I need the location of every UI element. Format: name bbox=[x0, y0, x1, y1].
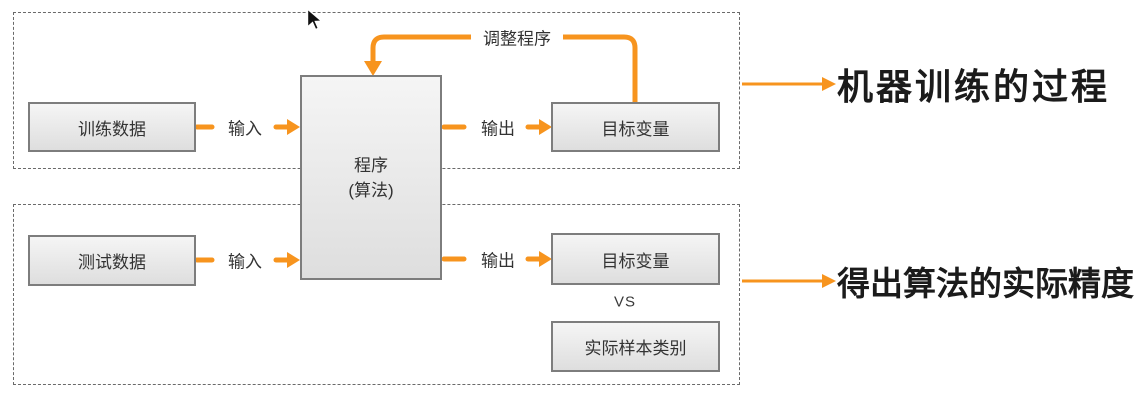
actual-sample-class-label: 实际样本类别 bbox=[584, 339, 687, 358]
actual-sample-class-box: 实际样本类别 bbox=[551, 321, 720, 372]
target-variable-label-bottom: 目标变量 bbox=[601, 251, 670, 271]
target-variable-box-top: 目标变量 bbox=[551, 102, 720, 152]
accuracy-annotation: 得出算法的实际精度 bbox=[837, 265, 1134, 302]
training-process-annotation: 机器训练的过程 bbox=[837, 66, 1111, 107]
output-connector-bottom bbox=[441, 251, 552, 267]
output-label-top: 输出 bbox=[481, 119, 515, 139]
adjust-program-label: 调整程序 bbox=[471, 24, 563, 50]
training-data-box: 训练数据 bbox=[28, 102, 196, 152]
input-connector-top bbox=[194, 119, 300, 135]
annotation-arrow-bottom bbox=[742, 274, 836, 288]
test-data-box: 测试数据 bbox=[28, 235, 196, 286]
cursor-icon bbox=[306, 8, 324, 31]
vs-label: VS bbox=[613, 293, 637, 311]
input-label-top: 输入 bbox=[228, 119, 262, 139]
program-label-line2: (算法) bbox=[348, 180, 394, 200]
target-variable-box-bottom: 目标变量 bbox=[551, 233, 720, 285]
annotation-arrow-top bbox=[742, 77, 836, 91]
test-data-label: 测试数据 bbox=[78, 253, 146, 272]
training-data-label: 训练数据 bbox=[78, 119, 146, 139]
program-label-line1: 程序 bbox=[354, 155, 388, 175]
input-connector-bottom bbox=[194, 252, 300, 268]
input-label-bottom: 输入 bbox=[228, 252, 262, 272]
program-algorithm-box: 程序 (算法) bbox=[300, 75, 442, 280]
target-variable-label-top: 目标变量 bbox=[601, 119, 670, 139]
output-label-bottom: 输出 bbox=[481, 251, 515, 271]
output-connector-top bbox=[441, 119, 552, 135]
